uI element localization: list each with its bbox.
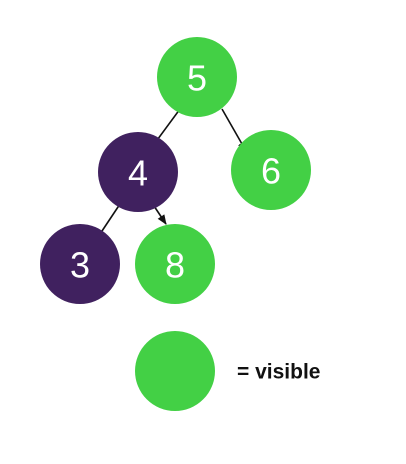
node-label: 4 <box>128 153 148 194</box>
node-label: 5 <box>187 58 207 99</box>
tree-node-6: 6 <box>231 130 311 210</box>
node-label: 8 <box>165 245 185 286</box>
legend: = visible <box>135 331 320 411</box>
tree-node-3: 3 <box>40 224 120 304</box>
node-circle <box>40 224 120 304</box>
legend-swatch <box>135 331 215 411</box>
tree-node-5: 5 <box>157 37 237 117</box>
node-circle <box>231 130 311 210</box>
node-circle <box>98 132 178 212</box>
tree-node-8: 8 <box>135 224 215 304</box>
node-circle <box>135 224 215 304</box>
node-label: 6 <box>261 151 281 192</box>
tree-node-4: 4 <box>98 132 178 212</box>
legend-label: = visible <box>237 361 320 384</box>
node-circle <box>157 37 237 117</box>
node-label: 3 <box>70 245 90 286</box>
